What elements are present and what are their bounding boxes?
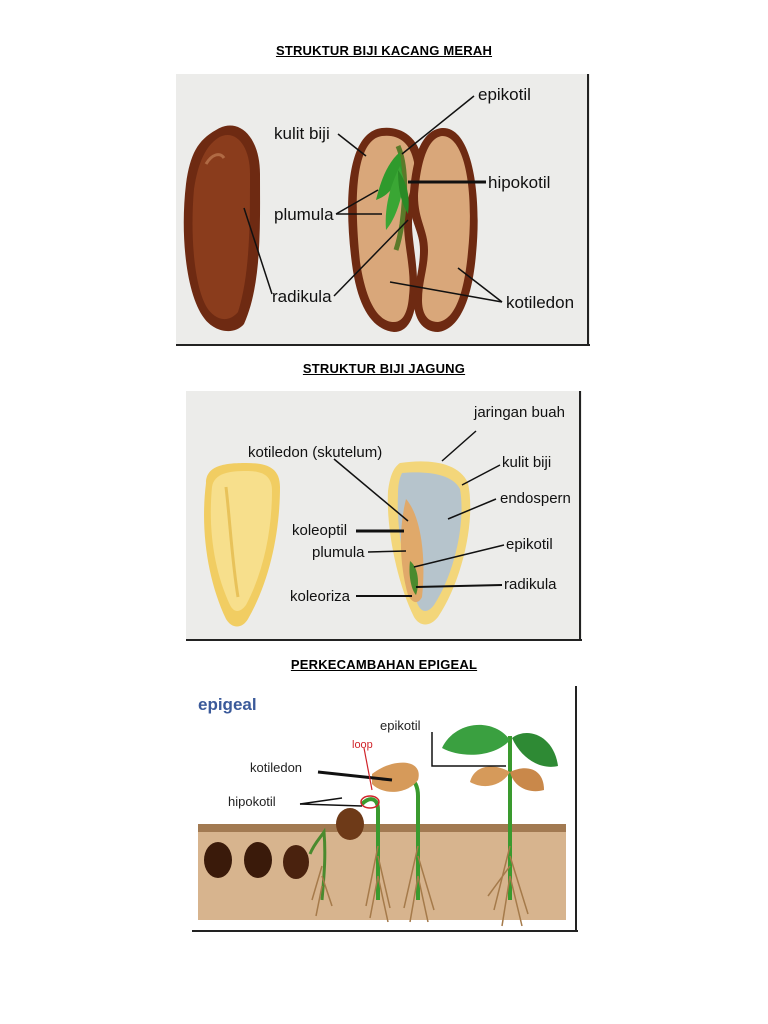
- sprout-stage-1: [308, 827, 333, 917]
- sprout-stage-2: [336, 797, 391, 923]
- sprout-stage-3: [372, 762, 435, 923]
- loop-marker: [360, 795, 380, 809]
- label-koleoriza: koleoriza: [290, 588, 351, 605]
- label-koleoptil: koleoptil: [292, 522, 347, 539]
- label-kulit-biji: kulit biji: [502, 454, 551, 471]
- label-hipokotil: hipokotil: [228, 794, 276, 809]
- kacang-merah-diagram: kulit biji epikotil hipokotil plumula ra…: [176, 74, 592, 348]
- label-plumula: plumula: [274, 205, 334, 224]
- seedling-stage-4: [442, 724, 558, 927]
- corn-kernel-image: [204, 463, 280, 627]
- label-kotiledon: kotiledon: [506, 293, 574, 312]
- label-jaringan-buah: jaringan buah: [473, 404, 565, 421]
- label-radikula: radikula: [504, 576, 557, 593]
- epigeal-diagram: epigeal: [192, 686, 580, 934]
- label-kotiledon: kotiledon: [250, 760, 302, 775]
- label-hipokotil: hipokotil: [488, 173, 550, 192]
- label-loop: loop: [352, 739, 373, 751]
- whole-bean-image: [183, 125, 261, 332]
- split-bean-image: [348, 127, 478, 332]
- label-kotiledon-skutelum: kotiledon (skutelum): [248, 444, 382, 461]
- label-endospern: endospern: [500, 490, 571, 507]
- corn-section-image: [387, 461, 471, 625]
- section-title-epigeal: PERKECAMBAHAN EPIGEAL: [290, 657, 478, 672]
- jagung-diagram: jaringan buah kotiledon (skutelum) kulit…: [186, 391, 584, 643]
- buried-seeds: [204, 842, 309, 879]
- label-plumula: plumula: [312, 544, 365, 561]
- label-kulit-biji: kulit biji: [274, 124, 330, 143]
- epigeal-heading: epigeal: [198, 695, 257, 714]
- section-title-kacang: STRUKTUR BIJI KACANG MERAH: [275, 43, 493, 58]
- label-radikula: radikula: [272, 287, 332, 306]
- label-epikotil: epikotil: [478, 85, 531, 104]
- label-epikotil: epikotil: [506, 536, 553, 553]
- label-epikotil: epikotil: [380, 718, 421, 733]
- section-title-jagung: STRUKTUR BIJI JAGUNG: [302, 361, 466, 376]
